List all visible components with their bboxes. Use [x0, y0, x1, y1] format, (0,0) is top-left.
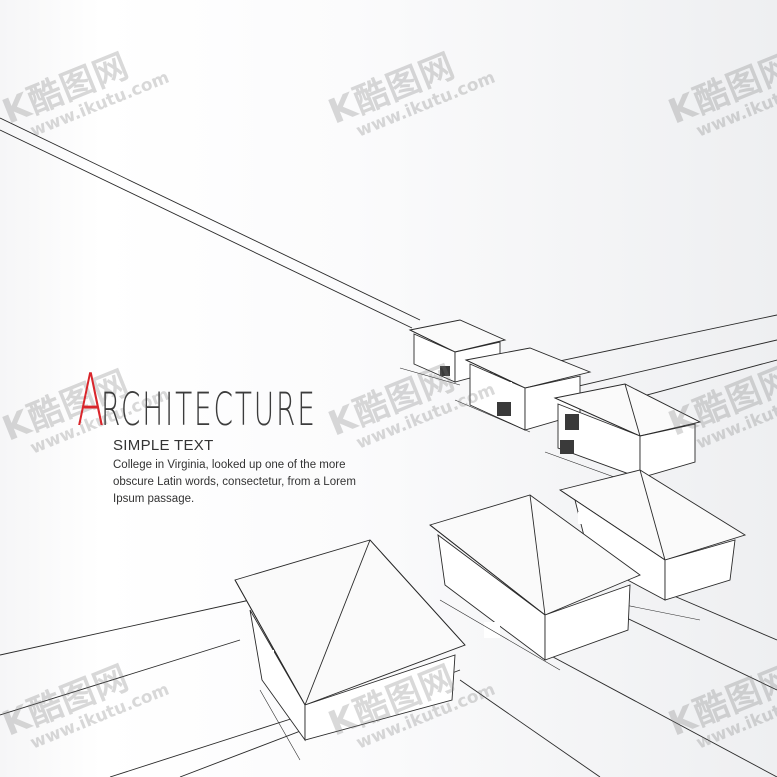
house-3	[544, 383, 702, 491]
body-text: College in Virginia, looked up one of th…	[113, 457, 373, 508]
body-line: College in Virginia, looked up one of th…	[113, 459, 346, 471]
body-line: Ipsum passage.	[113, 493, 195, 505]
subtitle: SIMPLE TEXT	[113, 437, 214, 454]
house-6	[234, 539, 466, 761]
house-4	[558, 469, 747, 621]
headline: A RCHITECTURE	[77, 358, 449, 442]
body-line: obscure Latin words, consectetur, from a…	[113, 476, 356, 488]
headline-first-letter: A	[77, 358, 105, 442]
house-5	[429, 494, 641, 671]
headline-rest: RCHITECTURE	[101, 383, 317, 436]
house-2	[454, 347, 592, 433]
